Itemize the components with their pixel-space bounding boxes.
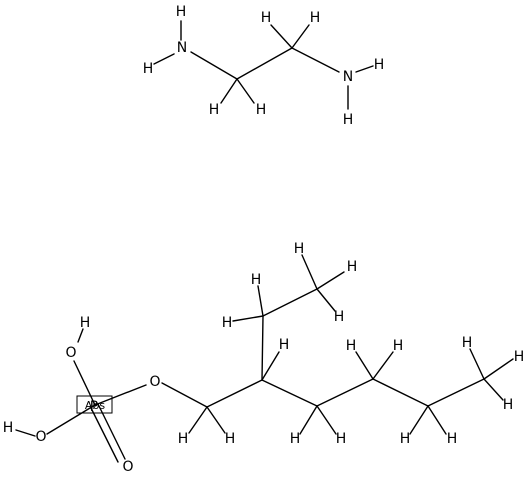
atom-label-h: H <box>290 431 301 447</box>
bond <box>236 78 255 104</box>
bond <box>73 360 96 406</box>
abs-stereo-box <box>76 395 113 414</box>
atom-label-h: H <box>294 241 305 257</box>
bond <box>236 47 293 80</box>
bond <box>270 24 293 49</box>
atom-label-h: H <box>143 61 154 77</box>
bond <box>77 328 84 343</box>
bond <box>427 405 447 435</box>
bond <box>427 378 485 407</box>
bond <box>316 405 337 435</box>
bond <box>94 384 147 406</box>
atom-label-h: H <box>209 102 220 118</box>
bond <box>90 407 119 463</box>
atom-label-o: O <box>65 345 76 361</box>
bond <box>316 288 336 312</box>
bond <box>206 406 226 434</box>
atom-label-h: H <box>225 431 236 447</box>
bond <box>355 351 374 380</box>
bond <box>15 429 36 437</box>
bond <box>301 254 318 290</box>
bond <box>220 78 238 104</box>
atom-label-h: H <box>374 57 385 73</box>
bond <box>409 405 429 435</box>
bond <box>188 406 208 434</box>
atom-label-h: H <box>222 315 233 331</box>
bond <box>355 65 374 73</box>
atom-label-h: H <box>251 272 262 288</box>
bond <box>483 378 504 401</box>
atom-label-h: H <box>336 431 347 447</box>
bond <box>232 315 264 322</box>
atom-label-h: H <box>178 431 189 447</box>
bond <box>257 285 264 317</box>
atom-label-o: O <box>35 429 46 445</box>
bond <box>261 351 280 381</box>
bond <box>261 379 318 407</box>
atom-label-h: H <box>310 10 321 26</box>
phosphate-ester-atoms: P Abs O O O O H H H H H H H H H H H H H … <box>3 241 525 475</box>
bond <box>316 378 374 407</box>
bond <box>316 271 345 290</box>
atom-label-h: H <box>400 431 411 447</box>
atom-label-n: N <box>343 69 353 85</box>
atom-label-h: H <box>514 349 525 365</box>
bond <box>483 358 514 380</box>
bond <box>372 378 429 407</box>
atom-label-h: H <box>279 337 290 353</box>
atom-label-h: H <box>393 338 404 354</box>
bond <box>153 53 175 65</box>
atom-label-o: O <box>122 459 133 475</box>
atom-label-o: O <box>149 374 160 390</box>
bond <box>161 382 208 408</box>
atom-label-h: H <box>261 10 272 26</box>
bond <box>261 315 264 381</box>
bond <box>206 379 263 408</box>
atom-label-h: H <box>447 431 458 447</box>
bond <box>262 288 318 317</box>
atom-label-h: H <box>462 335 473 351</box>
atom-label-h: H <box>334 309 345 325</box>
bond <box>299 405 318 435</box>
bond <box>46 404 96 435</box>
atom-label-h: H <box>343 112 354 128</box>
atom-label-n: N <box>177 40 187 56</box>
atom-label-h: H <box>256 102 267 118</box>
bond <box>372 351 394 380</box>
atom-label-h: H <box>80 315 91 331</box>
ethylenediamine-atoms: N N H H H H H H H H <box>143 4 385 128</box>
bond <box>291 47 340 73</box>
atom-label-h: H <box>503 397 514 413</box>
atom-label-h: H <box>176 4 187 20</box>
atom-label-h: H <box>347 259 358 275</box>
bond <box>469 348 485 380</box>
bond <box>190 51 238 80</box>
bond <box>291 24 310 49</box>
abs-stereo-label: Abs <box>85 399 106 412</box>
atom-label-h: H <box>3 420 14 436</box>
atom-label-p: P <box>90 399 98 415</box>
atom-label-h: H <box>346 338 357 354</box>
ethylenediamine-bonds <box>153 20 374 110</box>
phosphate-ester-bonds <box>15 254 514 463</box>
